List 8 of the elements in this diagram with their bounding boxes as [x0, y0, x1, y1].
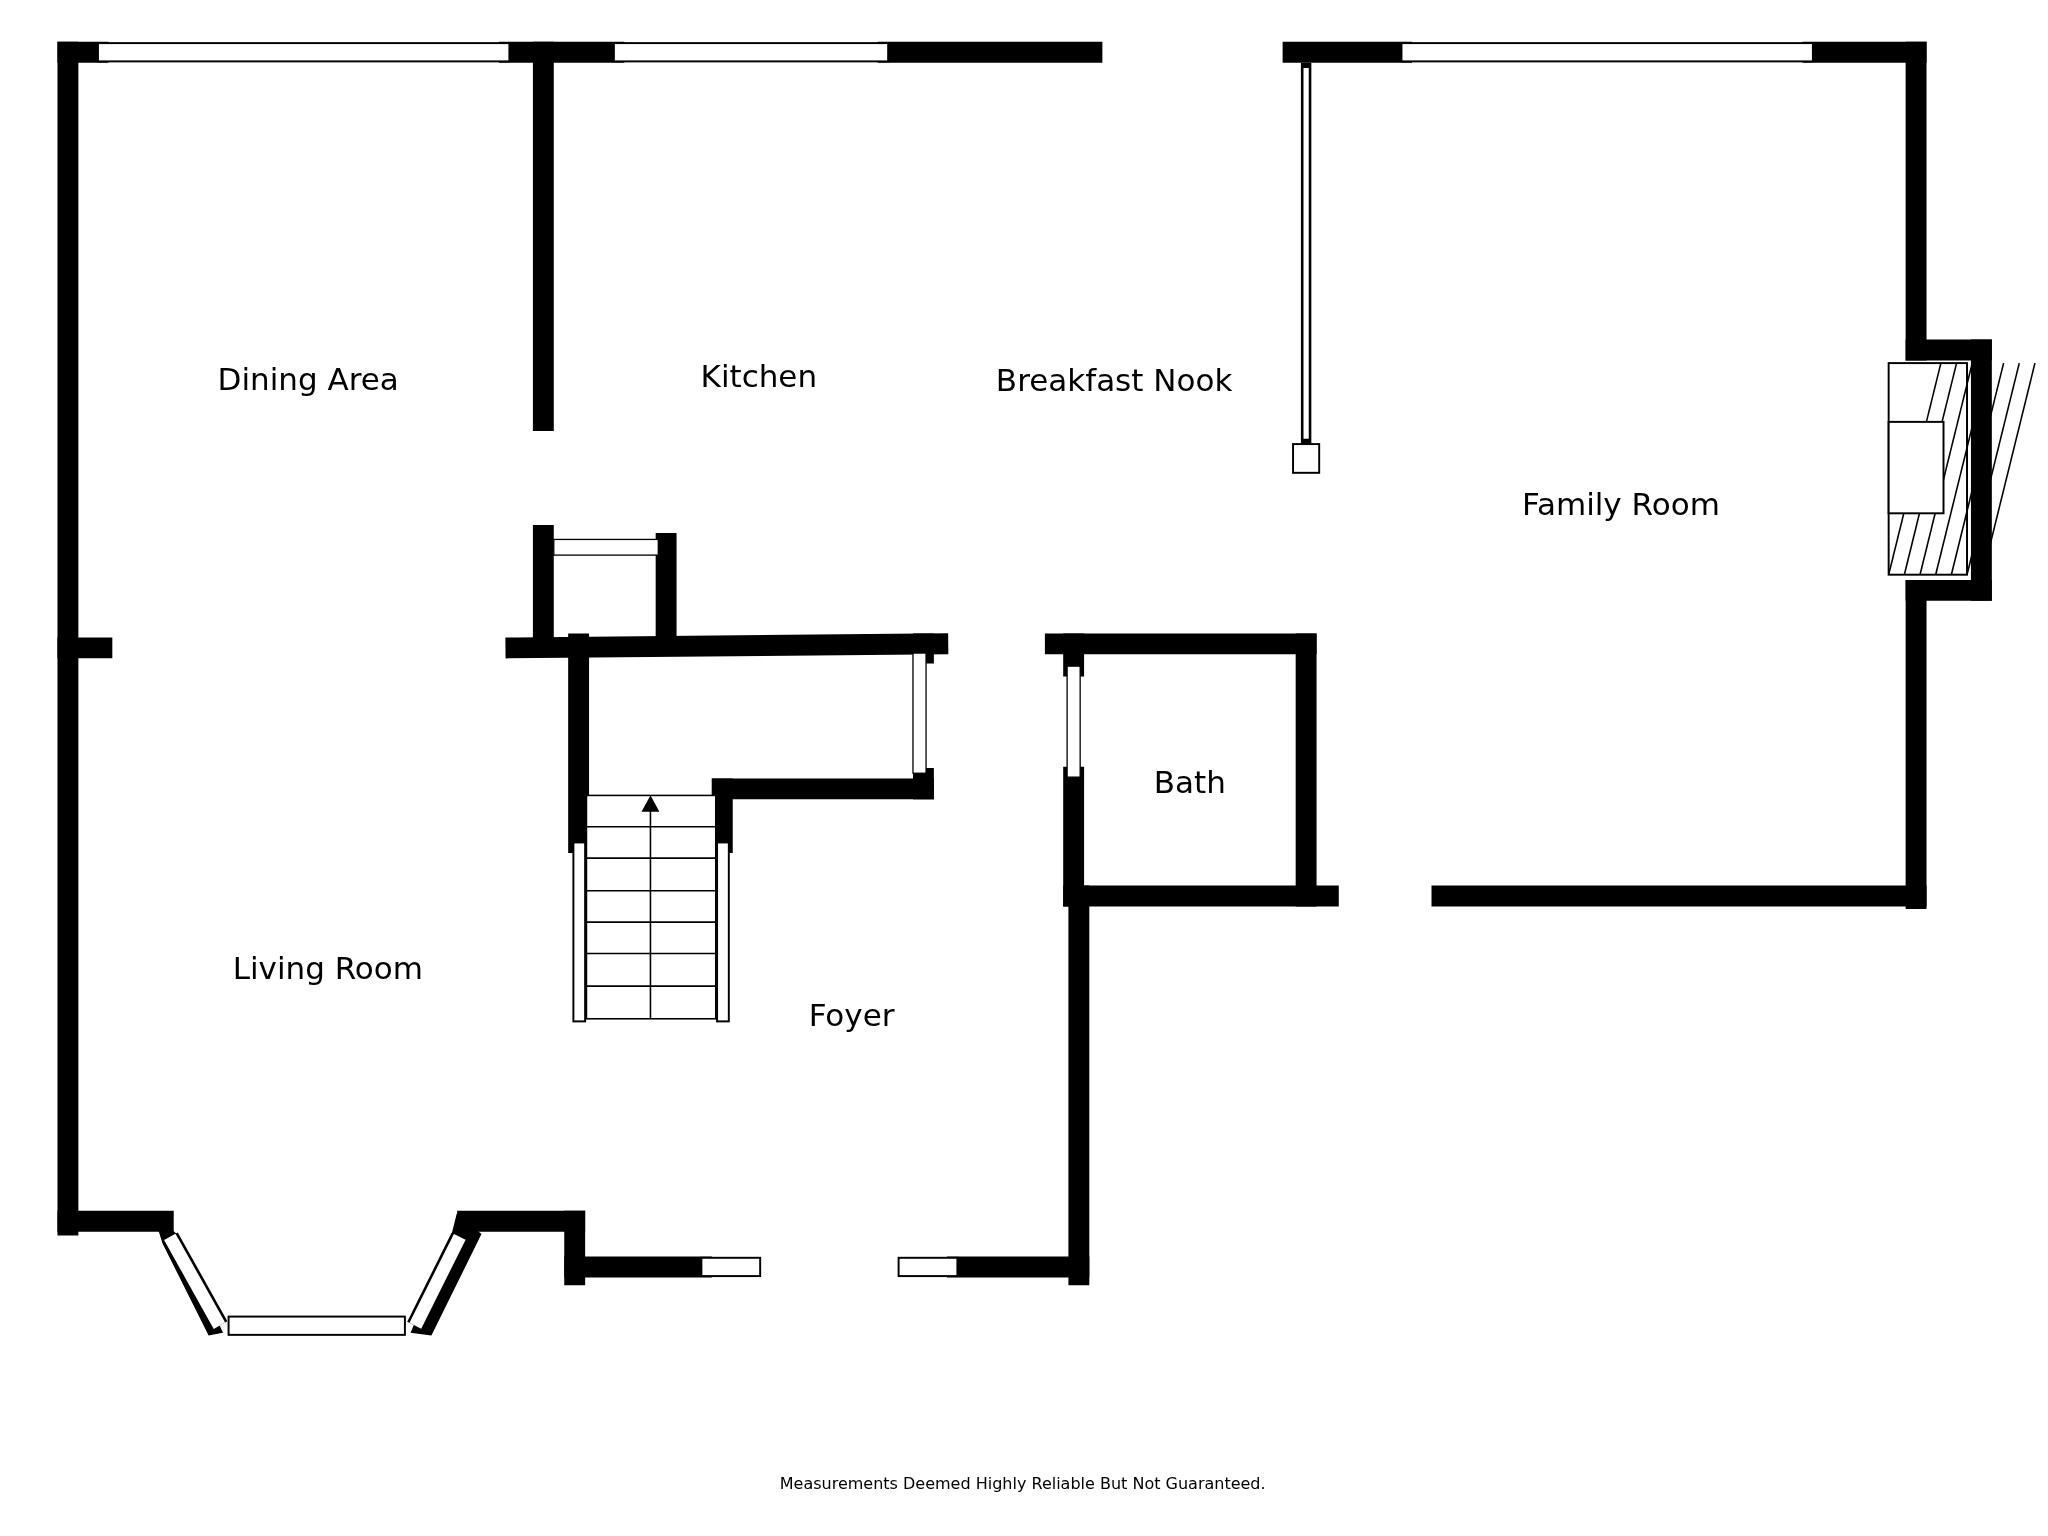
room-label: Family Room: [1521, 484, 1720, 524]
room-label: Breakfast Nook: [995, 360, 1233, 400]
room-label: Kitchen: [700, 356, 818, 396]
footer-note: Measurements Deemed Highly Reliable But Not Guaranteed.: [779, 1472, 1266, 1495]
room-label: Bath: [1153, 763, 1226, 803]
room-label: Foyer: [808, 995, 895, 1035]
room-label: Living Room: [232, 948, 423, 988]
room-label: Dining Area: [217, 359, 399, 399]
